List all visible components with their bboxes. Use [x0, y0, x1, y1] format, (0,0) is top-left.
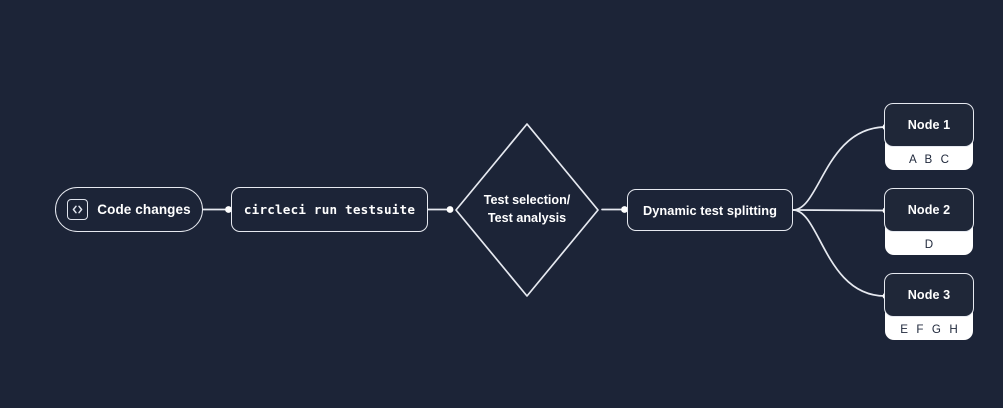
node-card-1-title: Node 1 [884, 103, 974, 147]
node-card-3-title: Node 3 [884, 273, 974, 317]
node-dynamic-test-splitting[interactable]: Dynamic test splitting [627, 189, 793, 231]
node-card-3-tests: E F G H [900, 322, 961, 336]
node-card-1-tests: A B C [908, 152, 952, 166]
node-card-1[interactable]: Node 1 A B C [884, 103, 974, 170]
decision-line-1: Test selection/ [483, 193, 571, 208]
node-dynamic-test-splitting-label: Dynamic test splitting [642, 202, 778, 218]
node-test-selection-label: Test selection/ Test analysis [452, 120, 602, 300]
node-run-command[interactable]: circleci run testsuite [231, 187, 428, 232]
edge-splitting-to-node1 [792, 126, 886, 211]
node-run-command-label: circleci run testsuite [243, 202, 416, 217]
node-code-changes-label: Code changes [97, 202, 191, 217]
edge-splitting-to-node3 [792, 209, 886, 297]
node-card-2[interactable]: Node 2 D [884, 188, 974, 255]
node-card-3[interactable]: Node 3 E F G H [884, 273, 974, 340]
decision-line-2: Test analysis [487, 211, 567, 225]
node-test-selection-decision[interactable]: Test selection/ Test analysis [452, 120, 602, 300]
code-brackets-icon [67, 199, 89, 220]
node-card-2-title: Node 2 [884, 188, 974, 232]
node-code-changes[interactable]: Code changes [55, 187, 203, 232]
node-card-2-tests: D [924, 237, 936, 251]
edge-splitting-to-node2 [792, 209, 886, 212]
diamond-shape [455, 123, 599, 297]
